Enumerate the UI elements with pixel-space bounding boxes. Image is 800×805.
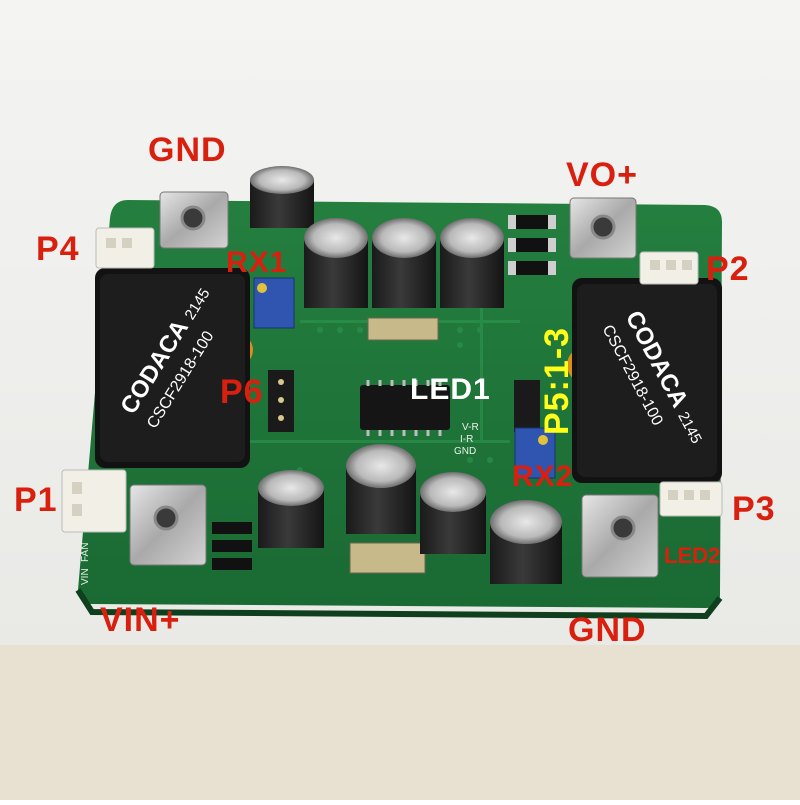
silk-fan: FAN	[80, 543, 91, 562]
label-vin-plus: VIN+	[100, 601, 181, 639]
label-led1: LED1	[410, 373, 491, 406]
solder-bar-top	[367, 317, 439, 341]
solder-bar-bottom	[349, 542, 426, 574]
label-rx2: RX2	[512, 460, 574, 493]
potentiometer-rx1	[253, 277, 295, 329]
label-p3: P3	[732, 490, 776, 528]
capacitor	[420, 472, 486, 554]
connector-p4	[95, 227, 155, 269]
silk-vin: VIN	[80, 568, 91, 585]
capacitor	[346, 444, 416, 534]
label-rx1: RX1	[226, 246, 288, 279]
smd-resistors-top	[508, 215, 556, 275]
connector-p3	[659, 481, 723, 517]
label-gnd-top: GND	[148, 131, 227, 169]
capacitor	[258, 470, 324, 548]
label-gnd-bottom: GND	[568, 611, 647, 649]
connector-p1	[61, 469, 127, 533]
silkscreen: V-R I-R GND FAN VIN	[80, 422, 479, 585]
potentiometer-rx2	[514, 427, 556, 479]
silk-vr: V-R	[462, 422, 479, 433]
connector-p2	[639, 251, 699, 285]
label-p6: P6	[220, 373, 264, 411]
terminal-vo-plus	[569, 197, 637, 259]
label-p5: P5:1-3	[538, 326, 576, 435]
pcb-edge	[75, 588, 723, 620]
label-p2: P2	[706, 250, 750, 288]
label-p1: P1	[14, 481, 58, 519]
p5-header	[514, 380, 540, 432]
background-bottom	[0, 645, 800, 800]
capacitor	[490, 500, 562, 584]
capacitor	[304, 218, 368, 308]
silk-gnd: GND	[454, 446, 476, 457]
label-p4: P4	[36, 230, 80, 268]
terminal-vin-plus	[129, 484, 207, 566]
terminal-gnd-top	[159, 191, 229, 249]
capacitor	[250, 166, 314, 228]
capacitor	[372, 218, 436, 308]
label-led2: LED2	[664, 543, 721, 568]
silk-ir: I-R	[460, 434, 473, 445]
capacitors	[250, 166, 562, 584]
inductor-right	[567, 278, 722, 483]
smd-resistors-bottom	[212, 522, 252, 570]
ic-pins	[366, 380, 442, 436]
label-vo-plus: VO+	[566, 156, 638, 194]
capacitor	[440, 218, 504, 308]
ic-chip	[360, 385, 450, 430]
inductor-left	[95, 268, 253, 468]
terminal-gnd-bottom	[581, 494, 659, 578]
